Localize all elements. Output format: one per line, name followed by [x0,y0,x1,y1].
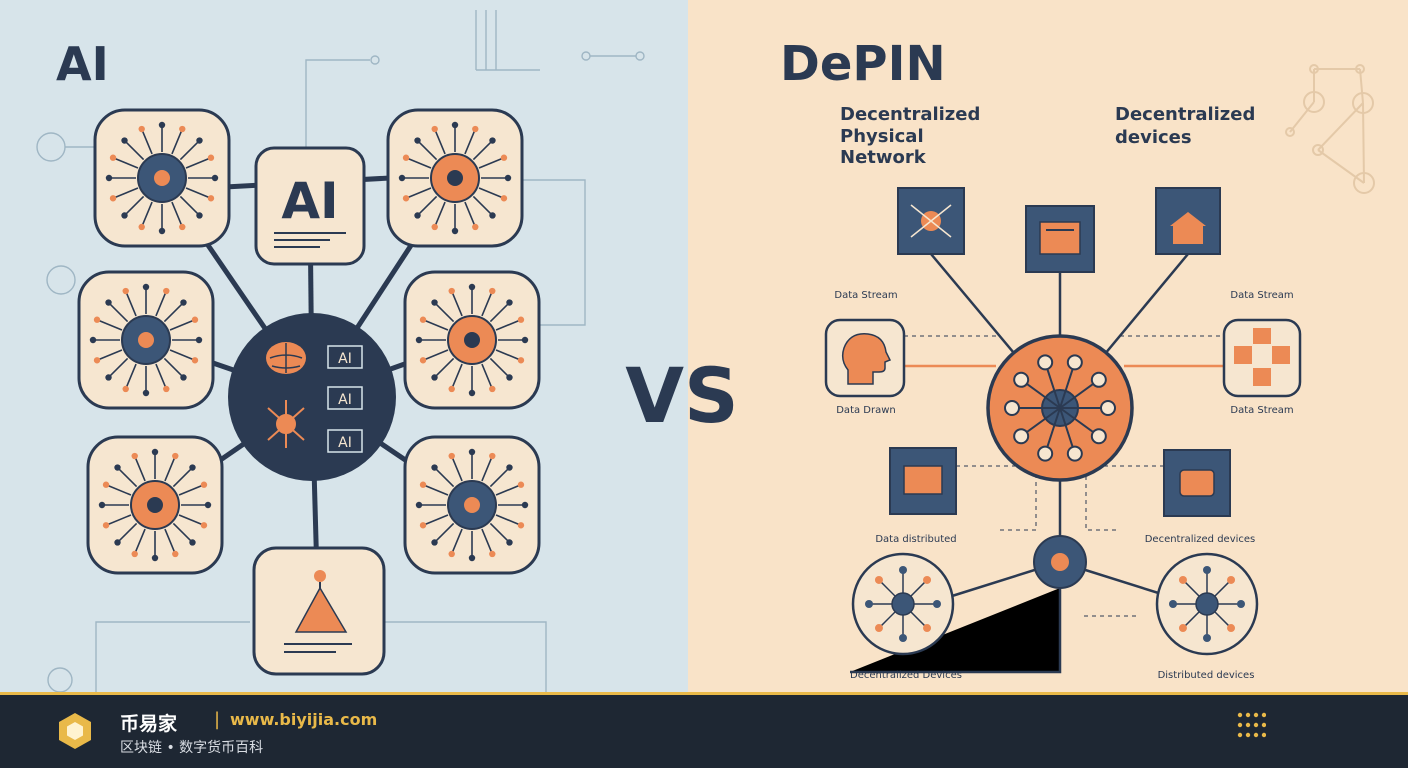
ai-neuron-card-top-right [386,108,524,248]
label-upper-right: Data Stream [1230,290,1293,301]
head-profile-card [824,318,906,398]
hub-device-dot [1037,445,1054,462]
footer-separator: | [214,709,221,730]
subtitle-right-line2: devices [1115,127,1192,148]
label-upper-left: Data Stream [834,290,897,301]
hub-device-dot [1100,400,1116,416]
ai-central-hub: AI AI AI [228,313,396,481]
hub-device-dot [1037,354,1054,371]
hub-device-dot [1066,445,1083,462]
hub-neuron-icon [267,400,305,448]
label-bottom-right: Distributed devices [1158,670,1255,681]
hub-label-1: AI [338,351,352,367]
label-mid-left: Data Drawn [836,405,896,416]
hub-device-dot [1090,428,1107,445]
label-lower-right: Decentralized devices [1145,534,1256,545]
hub-device-dot [1013,428,1030,445]
label-bottom-left: Decentralized Devices [850,670,962,681]
device-cpu-square [889,447,957,515]
hub-device-dot [1004,400,1020,416]
depin-dashed-links [904,335,1224,617]
device-square-nodes [889,187,1231,517]
subtitle-right-line1: Decentralized [1115,104,1255,125]
footer-bar: 币易家 | www.biyijia.com 区块链 • 数字货币百科 [0,692,1408,768]
hub-device-dot [1090,371,1107,388]
ai-card-title: AI [281,172,338,230]
ai-neuron-card-mid-right [403,270,541,410]
vs-label: VS [625,351,739,440]
subtitle-left-line1: Decentralized [840,104,980,125]
hub-label-3: AI [338,435,352,451]
hub-spoke [1044,407,1061,454]
hub-device-dot [1066,354,1083,371]
depin-cluster-left [851,552,955,656]
site-url-link[interactable]: www.biyijia.com [230,710,378,729]
hub-spoke [1059,407,1076,454]
hub-label-boxes [327,345,363,453]
hexagon-logo-icon[interactable] [56,711,94,751]
ai-neuron-card-mid-left [77,270,215,410]
hub-spoke [1044,362,1061,409]
depin-central-hub [986,334,1134,482]
depin-cluster-right [1155,552,1259,656]
hub-spoke [1059,362,1076,409]
puzzle-card [1222,318,1302,398]
brand-name[interactable]: 币易家 [120,713,178,735]
hub-brain-icon [266,342,306,374]
label-mid-right: Data Stream [1230,405,1293,416]
subtitle-left-line3: Network [840,147,927,168]
comparison-diagram: AI AI AI AI AI [0,0,1408,692]
label-lower-left: Data distributed [875,534,956,545]
ai-label-card: AI [254,146,366,266]
hub-label-2: AI [338,392,352,408]
hub-spoke [1059,407,1100,438]
dot-grid-icon[interactable] [1236,711,1266,741]
right-network-decoration [1285,64,1375,194]
hub-spoke [1059,378,1100,409]
footer-tagline: 区块链 • 数字货币百科 [120,740,264,756]
right-title: DePIN [780,36,946,92]
left-title: AI [56,37,109,91]
ai-neuron-card-top-left [93,108,231,248]
depin-relay-node [1033,535,1087,589]
hub-device-dot [1013,371,1030,388]
ai-neuron-card-bottom-left [86,435,224,575]
ai-neuron-card-bottom-right [403,435,541,575]
pyramid-card [252,546,386,676]
subtitle-left-line2: Physical [840,126,924,147]
left-circuit-decoration [36,10,645,692]
